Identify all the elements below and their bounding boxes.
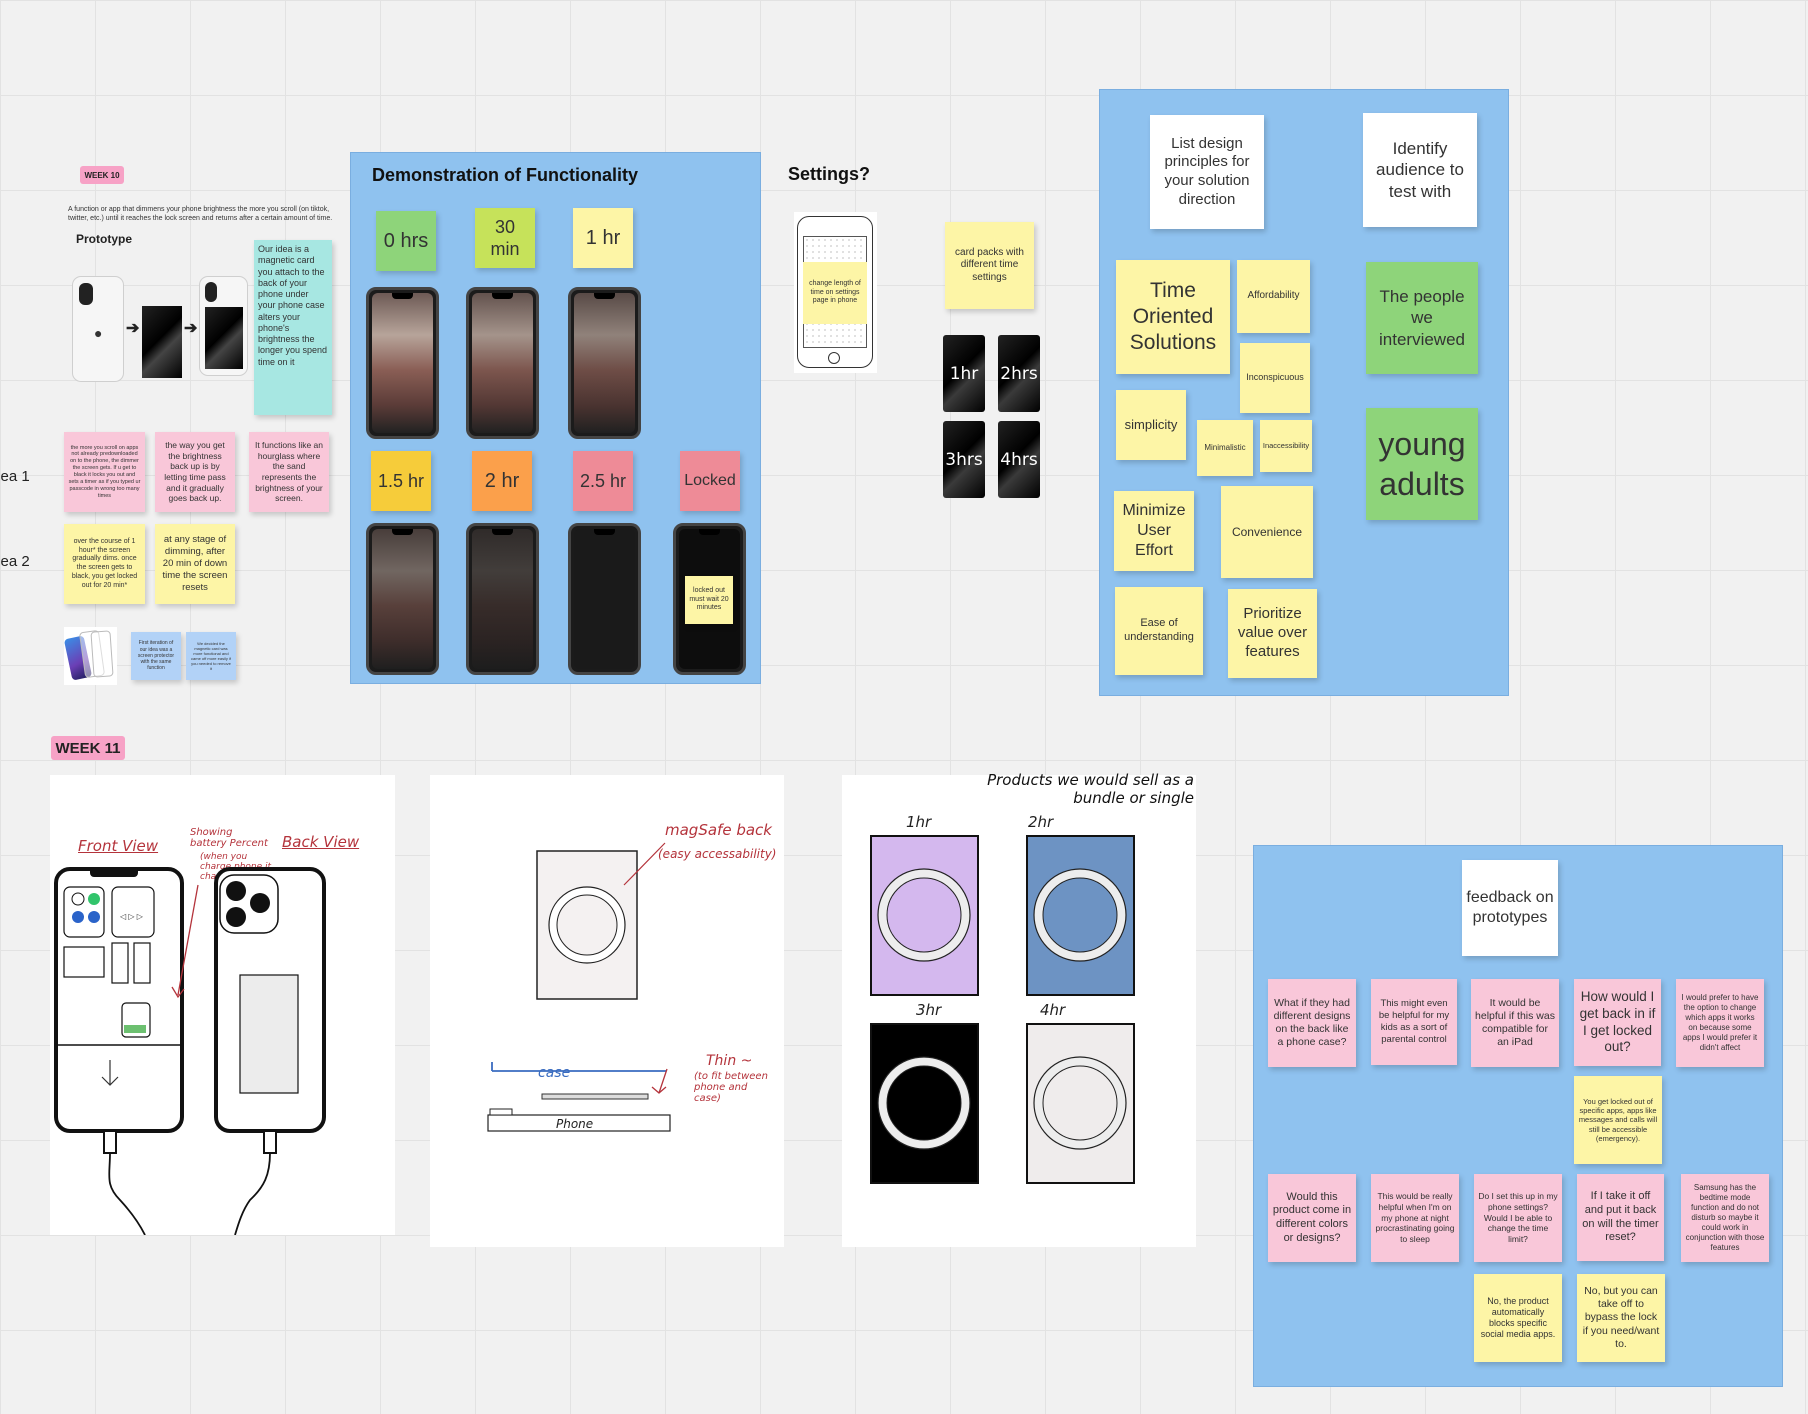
phone-2-5hr — [568, 523, 641, 675]
phone-1hr — [568, 287, 641, 439]
prototype-image: ● ➔ ➔ — [68, 272, 248, 386]
time-label-0hrs[interactable]: 0 hrs — [376, 211, 436, 271]
card-1hr[interactable]: 1hr — [943, 335, 985, 412]
phone-0hrs — [366, 287, 439, 439]
young-adults-note[interactable]: young adults — [1366, 408, 1478, 520]
magsafe-sketch — [487, 842, 671, 1132]
product-label-3hr: 3hr — [916, 1001, 942, 1019]
black-card-image — [142, 306, 182, 378]
product-label-1hr: 1hr — [906, 813, 932, 831]
sketch-magsafe[interactable]: magSafe back (easy accessability) case P… — [430, 775, 784, 1247]
people-interviewed-note[interactable]: The people we interviewed — [1366, 262, 1478, 374]
magnetic-card-decision-note[interactable]: We decided the magnetic card was more fu… — [186, 632, 236, 680]
feedback-frame[interactable]: feedback on prototypes What if they had … — [1253, 845, 1783, 1387]
idea1-label: Idea 1 — [0, 468, 30, 485]
phone-1-5hr — [366, 523, 439, 675]
card-2hrs[interactable]: 2hrs — [998, 335, 1040, 412]
magsafe-note-sub: (easy accessability) — [658, 847, 777, 861]
time-label-30min[interactable]: 30 min — [475, 208, 535, 268]
battery-note: Showing battery Percent — [190, 827, 268, 849]
card-packs-note[interactable]: card packs with different time settings — [945, 222, 1034, 309]
feedback-note-4[interactable]: How would I get back in if I get locked … — [1574, 979, 1661, 1066]
affordability-note[interactable]: Affordability — [1237, 260, 1310, 333]
principles-header[interactable]: List design principles for your solution… — [1150, 115, 1264, 229]
demo-title: Demonstration of Functionality — [372, 165, 639, 185]
simplicity-note[interactable]: simplicity — [1116, 390, 1186, 460]
card-4hrs[interactable]: 4hrs — [998, 421, 1040, 498]
idea2-note-1[interactable]: over the course of 1 hour* the screen gr… — [64, 524, 145, 604]
feedback-answer-locked-out[interactable]: You get locked out of specific apps, app… — [1574, 1076, 1662, 1164]
settings-phone-image: change length of time on settings page i… — [794, 212, 877, 373]
apple-logo-icon: ● — [94, 325, 103, 341]
screen-protector-image — [63, 627, 117, 685]
time-label-1-5hr[interactable]: 1.5 hr — [371, 451, 431, 511]
phone-back-image: ● — [72, 276, 124, 382]
product-label-4hr: 4hr — [1040, 1001, 1066, 1019]
phone-sketches: ◁ ▷ ▷ — [54, 867, 326, 1235]
time-label-1hr[interactable]: 1 hr — [573, 208, 633, 268]
front-view-label: Front View — [78, 837, 159, 855]
idea-description-note[interactable]: Our idea is a magnetic card you attach t… — [254, 240, 332, 415]
principles-frame[interactable]: List design principles for your solution… — [1099, 89, 1509, 696]
idea1-note-2[interactable]: the way you get the brightness back up i… — [155, 432, 235, 512]
time-label-2-5hr[interactable]: 2.5 hr — [573, 451, 633, 511]
sketch-front-back-view[interactable]: Front View Back View Showing battery Per… — [50, 775, 395, 1235]
feedback-note-9[interactable]: If I take it off and put it back on will… — [1577, 1174, 1664, 1261]
audience-header[interactable]: Identify audience to test with — [1363, 113, 1477, 227]
demo-frame[interactable]: Demonstration of Functionality 0 hrs 30 … — [350, 152, 761, 684]
phone-2hr — [466, 523, 539, 675]
feedback-answer-bypass[interactable]: No, but you can take off to bypass the l… — [1577, 1274, 1665, 1362]
thin-note-sub: (to fit between phone and case) — [694, 1071, 768, 1104]
phone-label: Phone — [556, 1117, 594, 1131]
feedback-header[interactable]: feedback on prototypes — [1462, 860, 1558, 956]
feedback-note-5[interactable]: I would prefer to have the option to cha… — [1676, 979, 1764, 1067]
convenience-note[interactable]: Convenience — [1221, 486, 1313, 578]
locked-out-note[interactable]: locked out must wait 20 minutes — [685, 576, 733, 624]
svg-text:◁ ▷ ▷: ◁ ▷ ▷ — [120, 912, 144, 921]
feedback-note-3[interactable]: It would be helpful if this was compatib… — [1471, 979, 1559, 1067]
case-label: case — [538, 1065, 571, 1081]
inconspicuous-note[interactable]: Inconspicuous — [1240, 343, 1310, 413]
back-view-label: Back View — [282, 833, 360, 851]
card-3hrs[interactable]: 3hrs — [943, 421, 985, 498]
settings-page-note[interactable]: change length of time on settings page i… — [803, 262, 867, 324]
first-iteration-note[interactable]: First iteration of our idea was a screen… — [131, 632, 181, 680]
feedback-note-8[interactable]: Do I set this up in my phone settings? W… — [1474, 1174, 1562, 1262]
feedback-note-2[interactable]: This might even be helpful for my kids a… — [1371, 979, 1457, 1065]
week11-tag[interactable]: WEEK 11 — [51, 736, 125, 760]
idea1-note-1[interactable]: the more you scroll on apps not already … — [64, 432, 145, 512]
product-label-2hr: 2hr — [1028, 813, 1054, 831]
products-title: Products we would sell as a bundle or si… — [987, 771, 1194, 807]
phone-with-card-image — [199, 276, 248, 376]
week10-description: A function or app that dimmens your phon… — [68, 206, 333, 223]
idea2-note-2[interactable]: at any stage of dimming, after 20 min of… — [155, 524, 235, 604]
minimize-effort-note[interactable]: Minimize User Effort — [1114, 491, 1194, 571]
magsafe-note: magSafe back — [665, 821, 772, 839]
prototype-label: Prototype — [76, 232, 133, 246]
settings-title: Settings? — [788, 164, 871, 184]
arrow-icon: ➔ — [126, 320, 140, 337]
idea2-label: Idea 2 — [0, 553, 30, 570]
feedback-note-10[interactable]: Samsung has the bedtime mode function an… — [1681, 1174, 1769, 1262]
feedback-note-7[interactable]: This would be really helpful when I'm on… — [1371, 1174, 1459, 1262]
feedback-note-1[interactable]: What if they had different designs on th… — [1268, 979, 1356, 1067]
phone-locked: locked out must wait 20 minutes — [673, 523, 746, 675]
products-sketch — [870, 835, 1135, 1184]
minimalistic-note[interactable]: Minimalistic — [1197, 420, 1253, 476]
idea1-note-3[interactable]: It functions like an hourglass where the… — [249, 432, 329, 512]
sketch-products[interactable]: Products we would sell as a bundle or si… — [842, 771, 1196, 1247]
feedback-answer-blocks-apps[interactable]: No, the product automatically blocks spe… — [1474, 1274, 1562, 1362]
thin-note: Thin ~ — [706, 1053, 753, 1069]
prioritize-value-note[interactable]: Prioritize value over features — [1228, 589, 1317, 678]
time-label-locked[interactable]: Locked — [680, 451, 740, 511]
week10-tag[interactable]: WEEK 10 — [80, 166, 124, 184]
feedback-note-6[interactable]: Would this product come in different col… — [1268, 1174, 1356, 1262]
phone-30min — [466, 287, 539, 439]
arrow-icon: ➔ — [184, 320, 198, 337]
time-oriented-note[interactable]: Time Oriented Solutions — [1116, 260, 1230, 374]
time-label-2hr[interactable]: 2 hr — [472, 451, 532, 511]
inaccessibility-note[interactable]: Inaccessibility — [1260, 420, 1312, 472]
ease-of-understanding-note[interactable]: Ease of understanding — [1115, 587, 1203, 675]
